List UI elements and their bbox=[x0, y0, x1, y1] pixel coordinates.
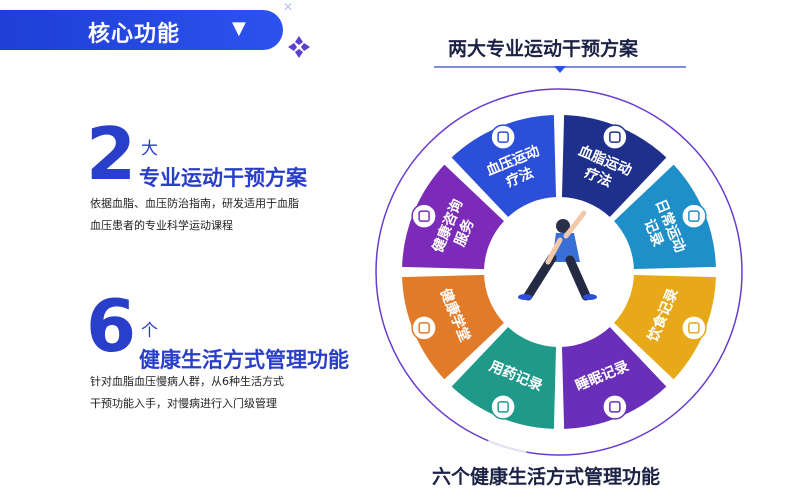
desc-line: 血压患者的专业科学运动课程 bbox=[90, 219, 233, 232]
ring-segment[interactable] bbox=[611, 272, 718, 382]
stat-number: 6 bbox=[86, 284, 137, 368]
ring-segment[interactable] bbox=[400, 272, 507, 382]
stat-number: 2 bbox=[86, 112, 137, 196]
desc-line: 针对血脂血压慢病人群，从6种生活方式 bbox=[90, 375, 284, 388]
house-cross-icon-glyph bbox=[418, 322, 430, 334]
apple-icon bbox=[681, 315, 707, 341]
stat-label: 健康生活方式管理功能 bbox=[139, 348, 349, 372]
bed-icon-glyph bbox=[609, 401, 621, 413]
diamond-cluster-icon bbox=[288, 36, 310, 58]
sparkle-icon: ✕ bbox=[283, 0, 294, 14]
section-header[interactable]: 核心功能 ▼ bbox=[0, 10, 283, 50]
chevron-down-icon[interactable]: ▼ bbox=[232, 18, 246, 39]
stat-description: 依据血脂、血压防治指南，研发适用于血脂 血压患者的专业科学运动课程 bbox=[90, 193, 299, 237]
desc-line: 干预功能入手，对慢病进行入门级管理 bbox=[90, 397, 277, 410]
blood-cell-icon bbox=[602, 124, 628, 150]
pill-icon bbox=[490, 394, 516, 420]
document-plus-icon bbox=[681, 203, 707, 229]
stretching-woman-illustration bbox=[518, 210, 597, 301]
ring-segment[interactable] bbox=[559, 113, 669, 220]
stat-unit: 个 bbox=[141, 321, 158, 341]
chat-cross-icon-glyph bbox=[418, 210, 430, 222]
stat-description: 针对血脂血压慢病人群，从6种生活方式 干预功能入手，对慢病进行入门级管理 bbox=[90, 371, 284, 415]
stat-unit: 大 bbox=[141, 139, 158, 159]
ring-segment[interactable] bbox=[559, 324, 669, 431]
heart-monitor-icon-glyph bbox=[497, 131, 509, 143]
caret-down-icon bbox=[554, 66, 566, 73]
house-cross-icon bbox=[411, 315, 437, 341]
stat-label: 专业运动干预方案 bbox=[139, 166, 307, 190]
pill-icon-glyph bbox=[497, 401, 509, 413]
outer-ring-line bbox=[375, 88, 743, 456]
center-disc bbox=[489, 202, 629, 342]
ring-segment[interactable] bbox=[449, 324, 559, 431]
chat-cross-icon bbox=[411, 203, 437, 229]
document-plus-icon-glyph bbox=[688, 210, 700, 222]
ring-segment[interactable] bbox=[611, 162, 718, 272]
ring-bottom-title: 六个健康生活方式管理功能 bbox=[432, 466, 661, 488]
ring-top-title: 两大专业运动干预方案 bbox=[448, 38, 639, 60]
apple-icon-glyph bbox=[688, 322, 700, 334]
blood-cell-icon-glyph bbox=[609, 131, 621, 143]
bed-icon bbox=[602, 394, 628, 420]
ring-segment[interactable] bbox=[400, 162, 507, 272]
section-title: 核心功能 bbox=[88, 22, 181, 47]
heart-monitor-icon bbox=[490, 124, 516, 150]
desc-line: 依据血脂、血压防治指南，研发适用于血脂 bbox=[90, 197, 299, 210]
ring-segment[interactable] bbox=[449, 113, 559, 220]
